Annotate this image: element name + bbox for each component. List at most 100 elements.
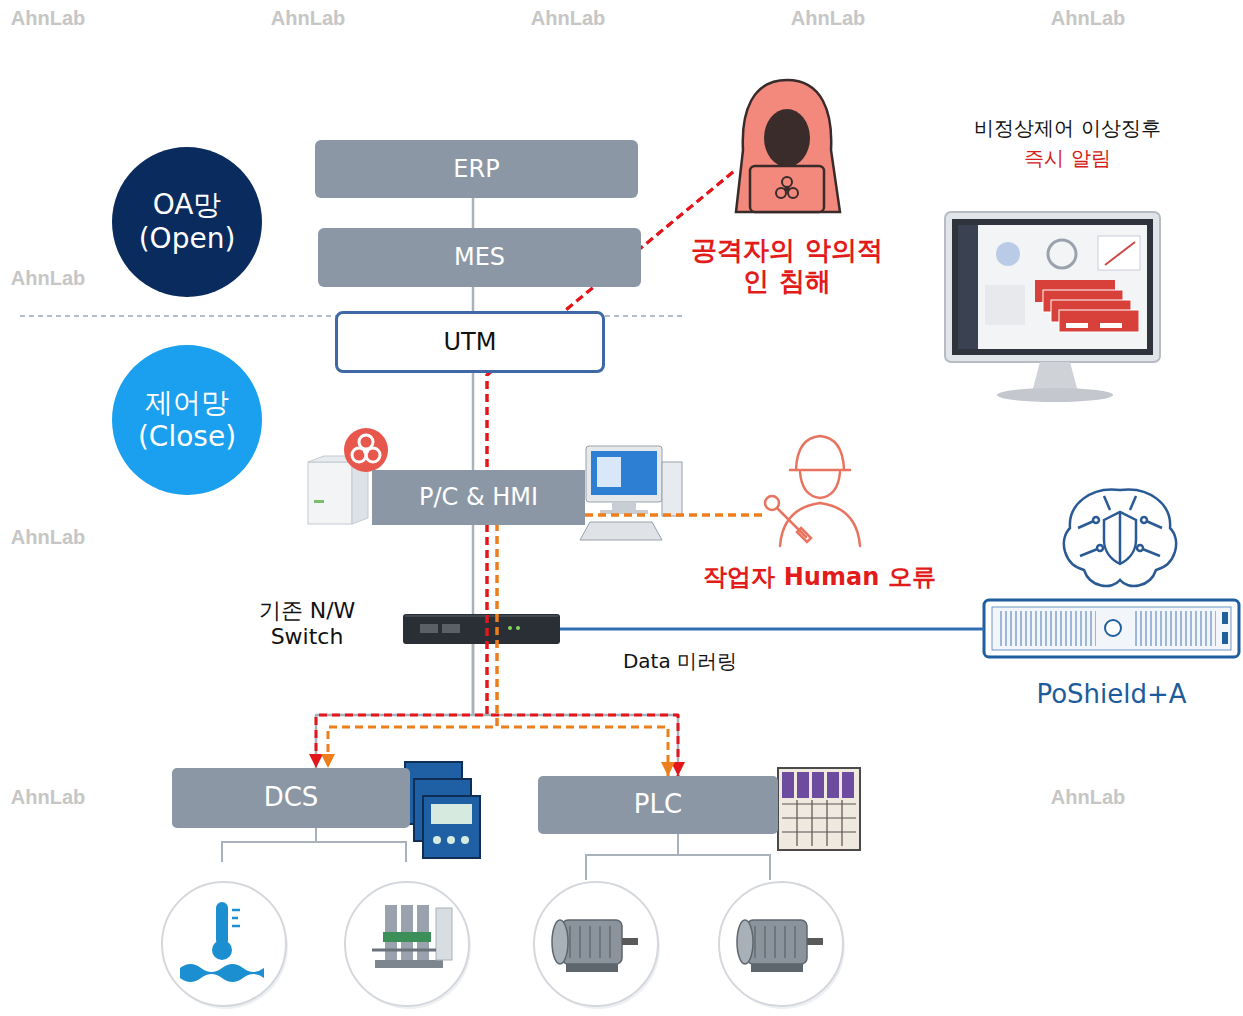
plc-rack-picture <box>778 768 860 850</box>
field-device-circles <box>719 882 843 1006</box>
plc-rack-picture <box>778 768 860 850</box>
node-label: MES <box>454 243 505 272</box>
node-label: P/C & HMI <box>419 483 538 512</box>
biohazard-symbol <box>776 177 798 198</box>
field-device-circles <box>162 882 845 1009</box>
switch-device <box>516 626 520 630</box>
network-switch: 기존 N/W Switch <box>403 614 560 644</box>
field-device-circles <box>534 882 658 1006</box>
attacker-figure <box>736 80 840 212</box>
attacker-figure <box>736 80 840 212</box>
watermark: AhnLab <box>531 6 605 30</box>
network-zone-circle: 제어망 (Close) <box>112 345 262 495</box>
poshield-appliance <box>1222 632 1228 644</box>
watermark: AhnLab <box>11 525 85 549</box>
poshield-appliance <box>1105 620 1121 636</box>
alert-monitor: 비정상제어 이상징후즉시 알림 <box>945 212 1160 402</box>
ai-brain-icon <box>1078 496 1162 556</box>
poshield-appliance <box>984 600 1239 657</box>
error-path <box>328 515 762 768</box>
security-appliance: PoShield+A <box>984 600 1239 657</box>
field-wiring <box>222 828 406 862</box>
dcs-controller-picture <box>431 804 472 824</box>
plc-rack-picture <box>827 772 839 798</box>
mirror-link <box>560 628 984 631</box>
computer-picture <box>586 446 662 502</box>
monitor-picture <box>952 219 1153 355</box>
biohazard-badge <box>363 448 369 454</box>
node-label: OA망 (Open) <box>125 188 249 255</box>
motor-picture <box>552 920 823 972</box>
watermark: AhnLab <box>11 6 85 30</box>
pump-symbol <box>415 932 431 942</box>
plc-rack-picture <box>782 772 794 798</box>
network-link <box>472 373 475 470</box>
monitor-picture <box>1032 362 1078 392</box>
motor-picture <box>552 920 638 972</box>
node-caption: 비정상제어 이상징후 <box>925 116 1210 140</box>
node-caption: 즉시 알림 <box>925 146 1210 170</box>
monitor-picture <box>958 225 1147 349</box>
thermometer-symbol <box>232 910 240 926</box>
monitor-picture <box>1066 323 1088 328</box>
monitor-picture <box>985 285 1025 325</box>
server-device <box>314 500 324 503</box>
system-box: P/C & HMI <box>372 470 585 525</box>
watermark: AhnLab <box>11 266 85 290</box>
thermometer-symbol <box>216 902 228 946</box>
switch-device <box>405 615 558 617</box>
watermark: AhnLab <box>791 6 865 30</box>
pump-symbol <box>399 932 415 942</box>
worker-figure <box>790 469 850 472</box>
system-box: MES <box>318 228 641 287</box>
node-label: 제어망 (Close) <box>125 386 249 453</box>
monitor-picture <box>958 225 978 349</box>
worker-icon: 작업자 Human 오류 <box>762 432 877 547</box>
network-link <box>472 287 475 311</box>
node-caption: 작업자 Human 오류 <box>662 563 977 592</box>
attacker-figure <box>750 166 824 212</box>
network-zone-circle: OA망 (Open) <box>112 147 262 297</box>
field-device-circles <box>162 882 286 1006</box>
pump-symbol <box>383 932 399 942</box>
poshield-appliance <box>984 600 1239 657</box>
ai-brain-icon <box>1093 517 1099 523</box>
monitor-picture <box>1048 240 1076 268</box>
computer-picture <box>580 446 682 540</box>
worker-figure <box>800 472 840 498</box>
node-label: DCS <box>264 782 319 813</box>
biohazard-symbol <box>785 187 789 191</box>
pump-symbol <box>375 960 443 968</box>
poshield-appliance <box>1132 611 1216 646</box>
dcs-controller-picture <box>405 762 480 858</box>
watermark: AhnLab <box>271 6 345 30</box>
attacker-figure <box>764 109 810 167</box>
monitor-picture <box>1098 236 1140 270</box>
server-device <box>308 462 352 524</box>
plc-rack-picture <box>812 772 824 798</box>
switch-device <box>442 624 460 633</box>
watermark: AhnLab <box>11 785 85 809</box>
worker-figure <box>777 508 806 537</box>
controller-box: DCS <box>172 768 410 828</box>
pump-symbol <box>372 949 436 952</box>
node-label: ERP <box>453 155 499 184</box>
monitor-picture <box>945 212 1160 362</box>
pump-symbol <box>372 905 452 968</box>
switch-device <box>403 614 560 644</box>
node-caption: PoShield+A <box>984 679 1239 710</box>
switch-device <box>403 614 560 644</box>
attacker-icon: 공격자의 악의적인 침해 <box>733 80 841 215</box>
node-caption: 기존 N/W Switch <box>247 598 367 651</box>
watermark: AhnLab <box>1051 6 1125 30</box>
ai-brain-icon <box>1119 512 1122 564</box>
poshield-appliance <box>992 607 1231 650</box>
plc-rack-picture <box>797 772 809 798</box>
controller-box: PLC <box>538 776 778 834</box>
ai-brain-icon <box>1064 489 1176 586</box>
monitor-picture <box>1059 310 1139 332</box>
worker-figure <box>765 436 860 546</box>
edge-label: Data 미러링 <box>620 649 740 673</box>
